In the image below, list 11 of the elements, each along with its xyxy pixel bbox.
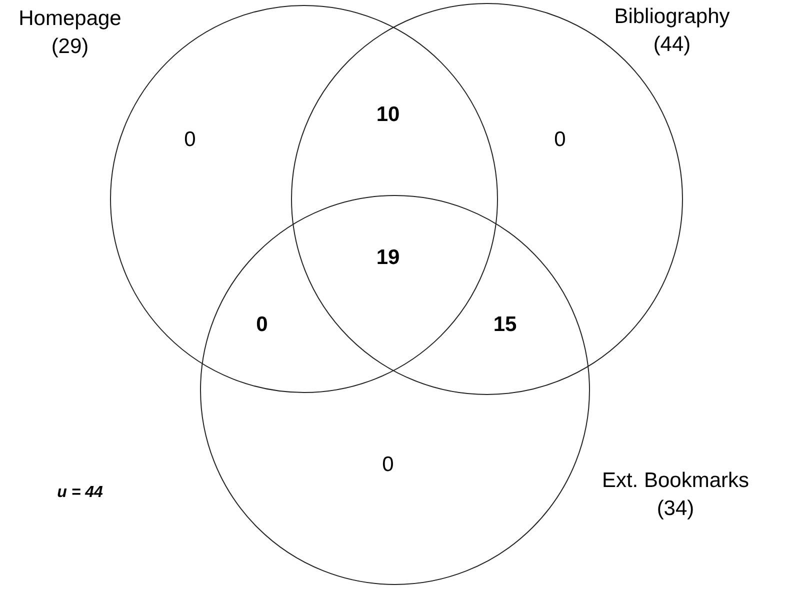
region-count: 10 <box>376 103 400 127</box>
universe-size: u = 44 <box>57 484 103 502</box>
region-count: 19 <box>376 246 400 270</box>
region-count: 15 <box>493 313 517 337</box>
set-label: Bibliography (44) <box>613 4 731 58</box>
region-count: 0 <box>382 453 394 477</box>
set-label: Ext. Bookmarks (34) <box>600 468 750 522</box>
region-count: 0 <box>554 128 566 152</box>
region-count: 0 <box>256 313 268 337</box>
set-label: Homepage (29) <box>18 6 122 60</box>
region-count: 0 <box>184 128 196 152</box>
